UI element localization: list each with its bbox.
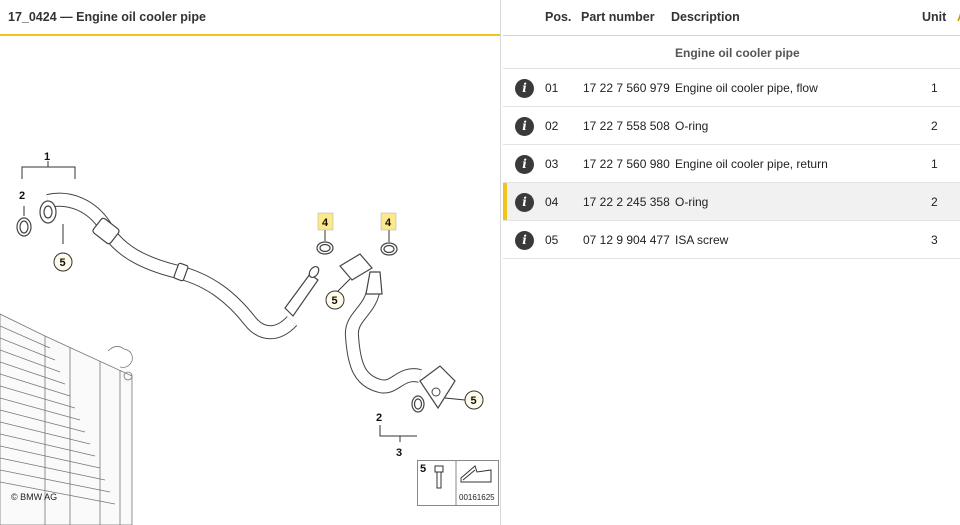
callout-5[interactable]: 5	[325, 290, 345, 310]
row-description: Engine oil cooler pipe, flow	[675, 81, 818, 95]
header-pos[interactable]: Pos.	[545, 10, 572, 24]
table-row[interactable]: i 05 07 12 9 904 477 ISA screw 3	[503, 221, 960, 259]
callout-label: 5	[332, 295, 338, 307]
group-title: Engine oil cooler pipe	[675, 46, 800, 60]
callout-label: 4	[385, 217, 392, 229]
diagram-panel: 17_0424 — Engine oil cooler pipe	[0, 0, 501, 525]
table-row-selected[interactable]: i 04 17 22 2 245 358 O-ring 2	[503, 183, 960, 221]
copyright-text: © BMW AG	[11, 492, 58, 502]
callout-5[interactable]: 5	[53, 252, 73, 272]
row-pos: 05	[545, 233, 559, 247]
callout-label: 1	[44, 151, 50, 163]
row-part-number: 07 12 9 904 477	[583, 233, 670, 247]
arrow-icon	[460, 465, 492, 483]
callout-1[interactable]: 1	[44, 151, 50, 163]
row-unit: 2	[931, 119, 938, 133]
row-part-number: 17 22 2 245 358	[583, 195, 670, 209]
flow-pipe-drawing	[39, 192, 320, 340]
callout-2[interactable]: 2	[376, 412, 382, 424]
row-unit: 2	[931, 195, 938, 209]
diagram-drawing: 1 2 5 4 4 5 2 3 5	[0, 151, 484, 525]
row-part-number: 17 22 7 558 508	[583, 119, 670, 133]
row-description: ISA screw	[675, 233, 729, 247]
callout-label: 4	[322, 217, 329, 229]
table-row[interactable]: i 03 17 22 7 560 980 Engine oil cooler p…	[503, 145, 960, 183]
row-unit: 1	[931, 157, 938, 171]
info-icon[interactable]: i	[515, 155, 534, 174]
return-pipe-drawing	[339, 253, 456, 410]
callout-5[interactable]: 5	[464, 390, 484, 410]
group-title-row: Engine oil cooler pipe	[503, 36, 960, 69]
row-description: O-ring	[675, 195, 709, 209]
info-icon[interactable]: i	[515, 117, 534, 136]
info-icon[interactable]: i	[515, 231, 534, 250]
row-description: O-ring	[675, 119, 709, 133]
leader-lines	[21, 161, 466, 442]
diagram-header: 17_0424 — Engine oil cooler pipe	[0, 0, 500, 36]
callout-label: 2	[376, 412, 382, 424]
callout-label: 3	[396, 447, 402, 459]
callout-label: 5	[471, 395, 477, 407]
radiator-drawing	[0, 313, 133, 525]
inset-callout-5: 5	[420, 463, 426, 475]
table-row[interactable]: i 01 17 22 7 560 979 Engine oil cooler p…	[503, 69, 960, 107]
callout-label: 2	[19, 190, 25, 202]
diagram-id: 00161625	[459, 493, 495, 502]
callout-4[interactable]: 4	[380, 212, 397, 231]
callout-label: 5	[60, 257, 66, 269]
row-pos: 02	[545, 119, 559, 133]
table-row[interactable]: i 02 17 22 7 558 508 O-ring 2	[503, 107, 960, 145]
callout-4[interactable]: 4	[317, 212, 334, 231]
info-icon[interactable]: i	[515, 193, 534, 212]
callout-3[interactable]: 3	[396, 447, 402, 459]
screw-inset: 5	[417, 460, 499, 506]
row-part-number: 17 22 7 560 979	[583, 81, 670, 95]
row-pos: 04	[545, 195, 559, 209]
parts-diagram[interactable]: 1 2 5 4 4 5 2 3 5 © BMW AG 5 00161625	[0, 36, 500, 525]
header-part-number[interactable]: Part number	[581, 10, 655, 24]
o-ring-drawings	[16, 217, 425, 413]
row-pos: 03	[545, 157, 559, 171]
row-pos: 01	[545, 81, 559, 95]
selection-accent	[503, 183, 507, 220]
header-description[interactable]: Description	[671, 10, 740, 24]
info-icon[interactable]: i	[515, 79, 534, 98]
screw-inset-drawing: 5	[417, 460, 499, 506]
header-unit[interactable]: Unit	[922, 10, 947, 24]
row-unit: 1	[931, 81, 938, 95]
diagram-title: 17_0424 — Engine oil cooler pipe	[8, 10, 206, 24]
callout-2[interactable]: 2	[19, 190, 25, 202]
row-part-number: 17 22 7 560 980	[583, 157, 670, 171]
header-overflow-column[interactable]: A	[957, 10, 960, 24]
row-description: Engine oil cooler pipe, return	[675, 157, 828, 171]
parts-list-panel: Pos. Part number Description Unit A Engi…	[503, 0, 960, 525]
table-header: Pos. Part number Description Unit A	[503, 0, 960, 36]
row-unit: 3	[931, 233, 938, 247]
